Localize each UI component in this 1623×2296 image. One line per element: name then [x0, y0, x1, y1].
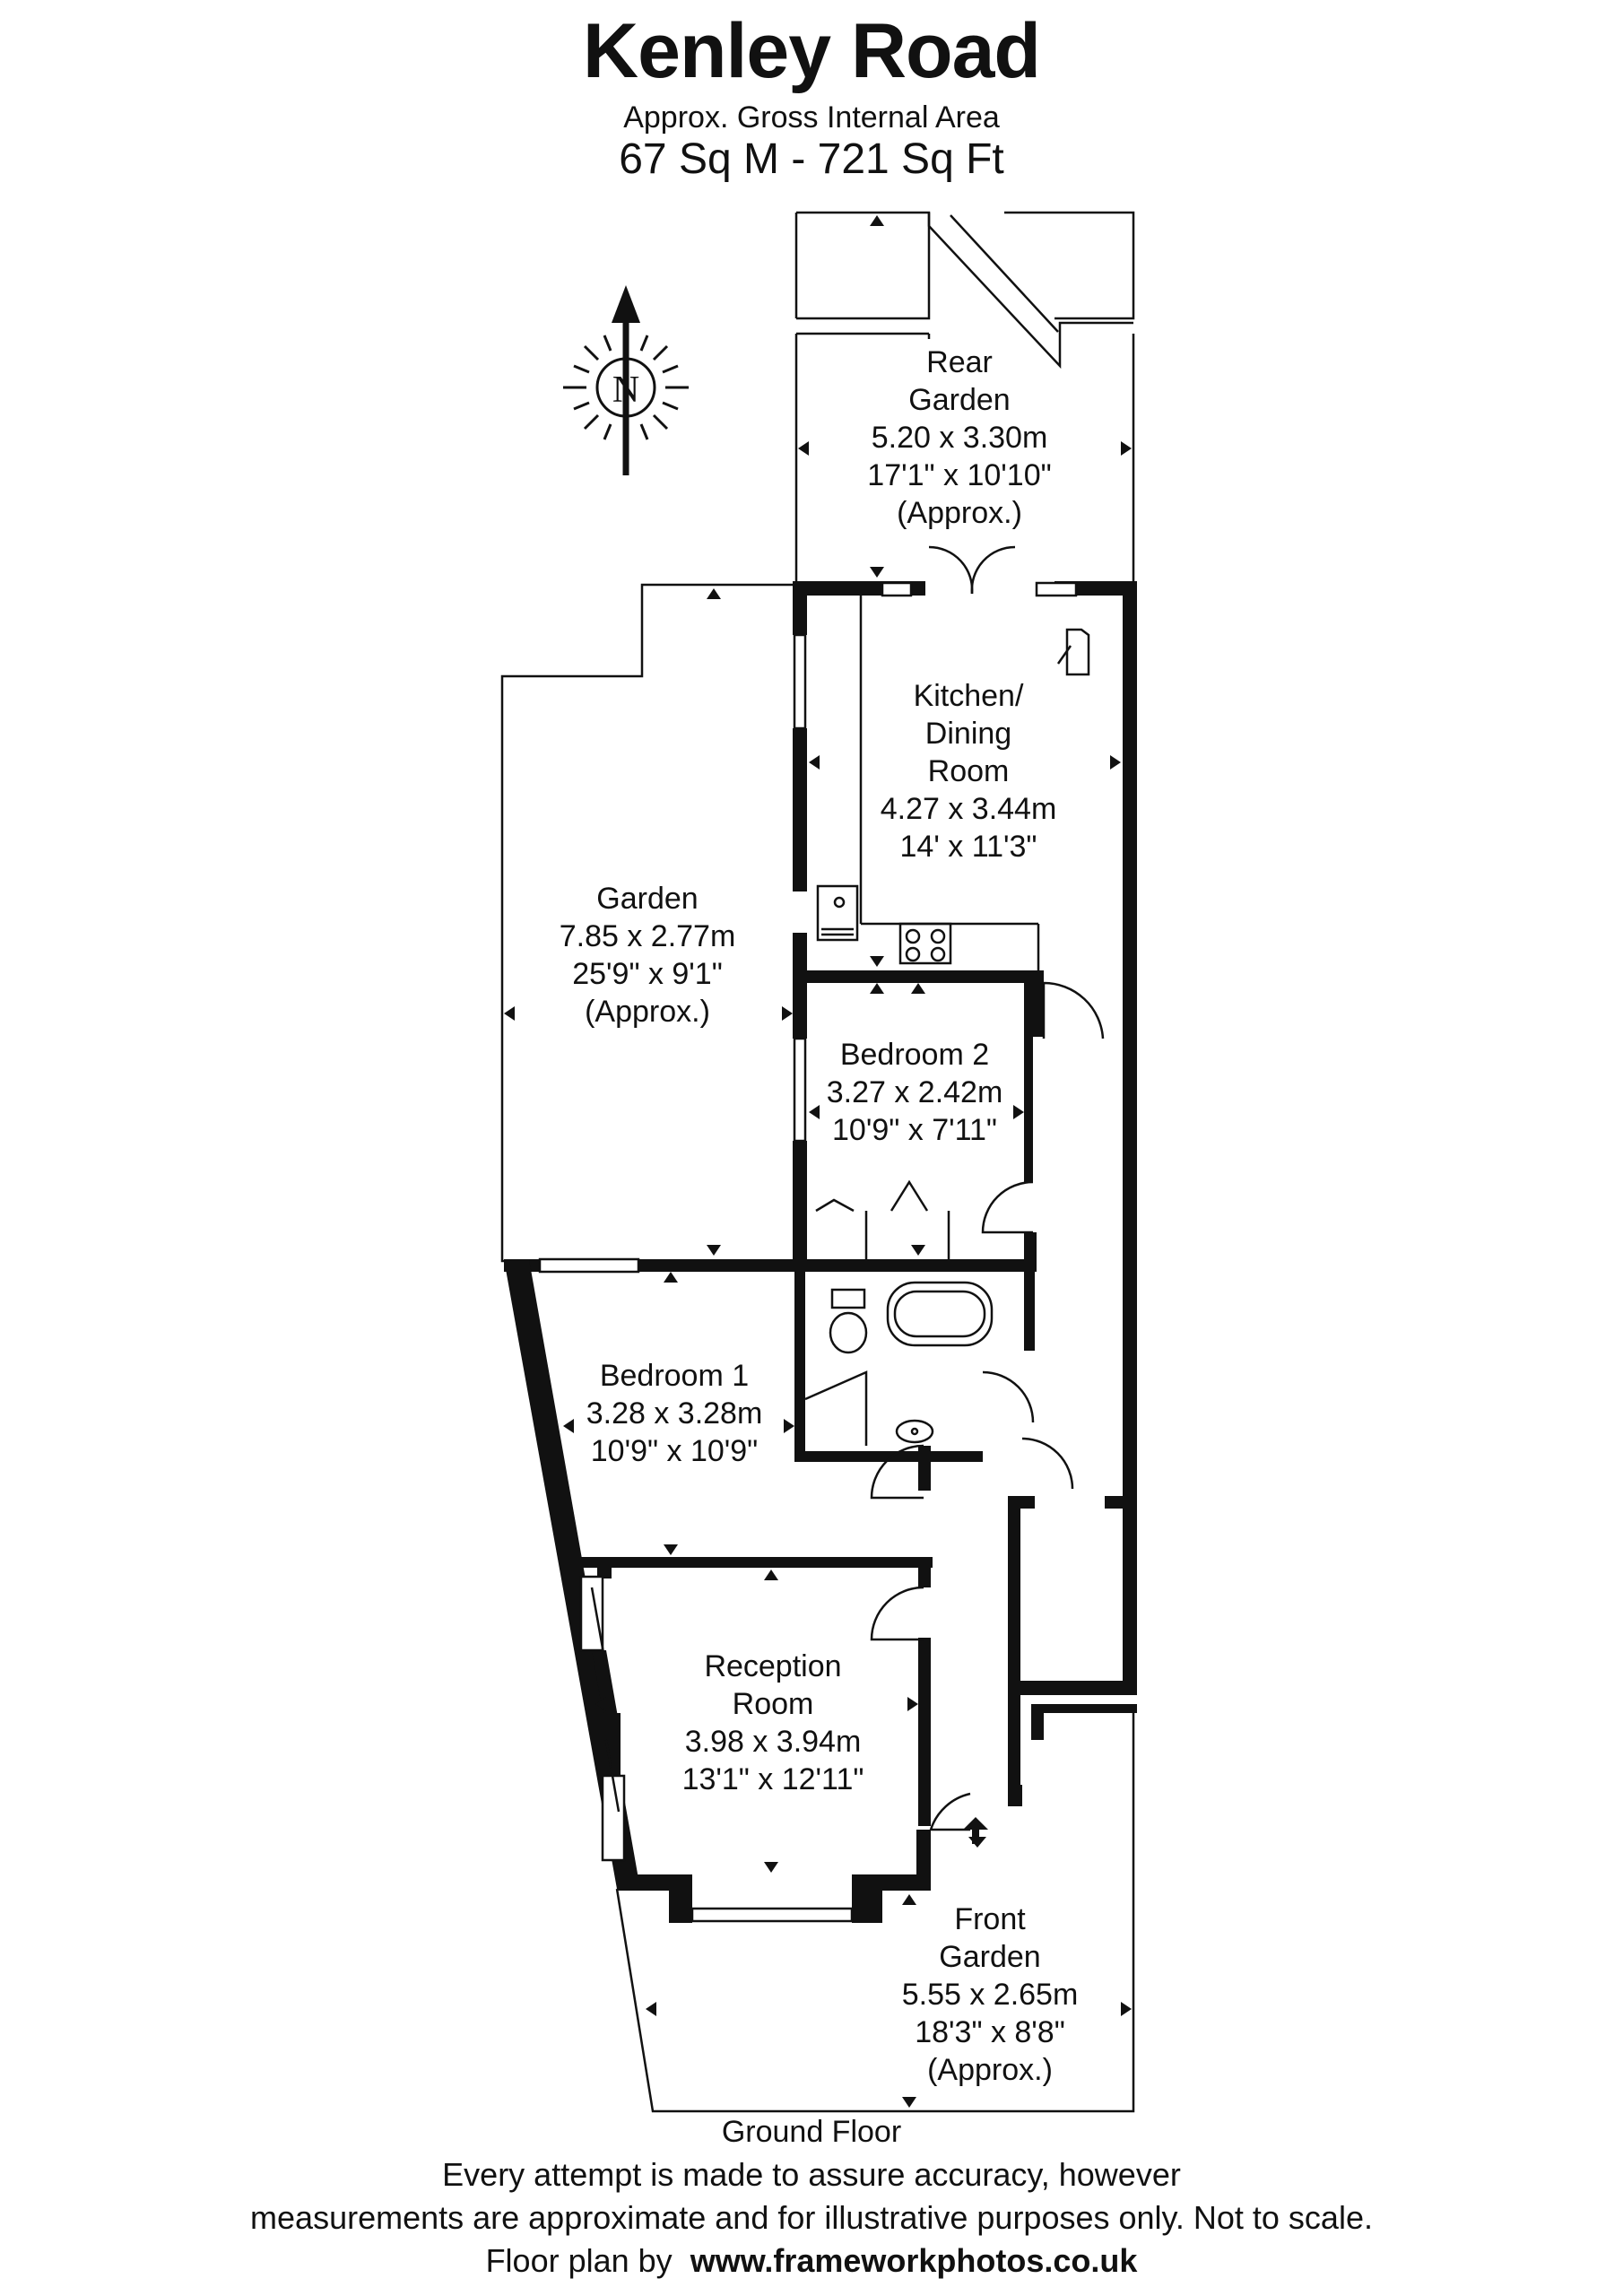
disclaimer-line-1: Every attempt is made to assure accuracy…	[442, 2156, 1181, 2193]
svg-text:Garden: Garden	[596, 882, 698, 916]
credit-line: Floor plan by www.frameworkphotos.co.uk	[0, 2242, 1623, 2280]
plan-title: Kenley Road	[583, 8, 1041, 94]
svg-text:Garden: Garden	[939, 1940, 1040, 1974]
svg-text:Front: Front	[954, 1902, 1026, 1936]
credit-prefix: Floor plan by	[485, 2242, 673, 2279]
svg-text:25'9" x 9'1": 25'9" x 9'1"	[572, 957, 723, 991]
svg-text:13'1" x 12'11": 13'1" x 12'11"	[682, 1762, 864, 1796]
svg-text:10'9" x 7'11": 10'9" x 7'11"	[832, 1113, 997, 1147]
disclaimer-line-2: measurements are approximate and for ill…	[250, 2199, 1373, 2236]
windows	[538, 581, 1078, 1923]
compass-icon	[563, 285, 689, 475]
walls	[504, 581, 1137, 1923]
room-label-garden: Garden 7.85 x 2.77m 25'9" x 9'1" (Approx…	[560, 882, 736, 1029]
svg-text:3.28 x 3.28m: 3.28 x 3.28m	[586, 1396, 763, 1431]
credit-url: www.frameworkphotos.co.uk	[690, 2242, 1138, 2279]
svg-text:(Approx.): (Approx.)	[585, 995, 710, 1029]
svg-text:(Approx.): (Approx.)	[897, 496, 1022, 530]
svg-text:14' x 11'3": 14' x 11'3"	[900, 830, 1037, 864]
wardrobes	[590, 1179, 950, 1813]
svg-text:Room: Room	[928, 754, 1010, 788]
door-swings	[870, 545, 1105, 1831]
svg-text:3.27 x 2.42m: 3.27 x 2.42m	[827, 1075, 1003, 1109]
area-subtitle: Approx. Gross Internal Area	[623, 100, 1000, 135]
room-label-rear-garden: Rear Garden 5.20 x 3.30m 17'1" x 10'10" …	[867, 345, 1051, 530]
room-label-kitchen: Kitchen/ Dining Room 4.27 x 3.44m 14' x …	[881, 679, 1057, 864]
svg-text:7.85 x 2.77m: 7.85 x 2.77m	[560, 919, 736, 953]
svg-text:10'9" x 10'9": 10'9" x 10'9"	[591, 1434, 758, 1468]
svg-text:18'3" x 8'8": 18'3" x 8'8"	[915, 2015, 1065, 2049]
svg-text:Bedroom 2: Bedroom 2	[840, 1038, 989, 1072]
svg-text:4.27 x 3.44m: 4.27 x 3.44m	[881, 792, 1057, 826]
room-label-bedroom-2: Bedroom 2 3.27 x 2.42m 10'9" x 7'11"	[827, 1038, 1003, 1147]
svg-text:Bedroom 1: Bedroom 1	[600, 1359, 749, 1393]
gross-area: 67 Sq M - 721 Sq Ft	[619, 135, 1004, 183]
svg-text:Room: Room	[733, 1687, 814, 1721]
garden-outlines	[500, 211, 1135, 2113]
room-label-reception: Reception Room 3.98 x 3.94m 13'1" x 12'1…	[682, 1649, 864, 1796]
svg-text:3.98 x 3.94m: 3.98 x 3.94m	[685, 1725, 862, 1759]
room-label-bedroom-1: Bedroom 1 3.28 x 3.28m 10'9" x 10'9"	[586, 1359, 763, 1468]
kitchen-fittings	[816, 596, 1090, 970]
bathroom-fittings	[804, 1281, 994, 1446]
floor-label: Ground Floor	[721, 2115, 902, 2149]
svg-text:5.55 x 2.65m: 5.55 x 2.65m	[902, 1978, 1079, 2012]
svg-text:Rear: Rear	[926, 345, 993, 379]
dimension-arrows	[504, 215, 1132, 2108]
svg-text:17'1" x 10'10": 17'1" x 10'10"	[867, 458, 1051, 492]
room-label-front-garden: Front Garden 5.55 x 2.65m 18'3" x 8'8" (…	[902, 1902, 1079, 2087]
svg-text:Dining: Dining	[925, 717, 1011, 751]
svg-text:5.20 x 3.30m: 5.20 x 3.30m	[872, 421, 1048, 455]
svg-text:Kitchen/: Kitchen/	[914, 679, 1024, 713]
compass-label: N	[612, 370, 639, 411]
svg-text:Garden: Garden	[908, 383, 1010, 417]
svg-text:(Approx.): (Approx.)	[927, 2053, 1053, 2087]
svg-text:Reception: Reception	[704, 1649, 841, 1683]
